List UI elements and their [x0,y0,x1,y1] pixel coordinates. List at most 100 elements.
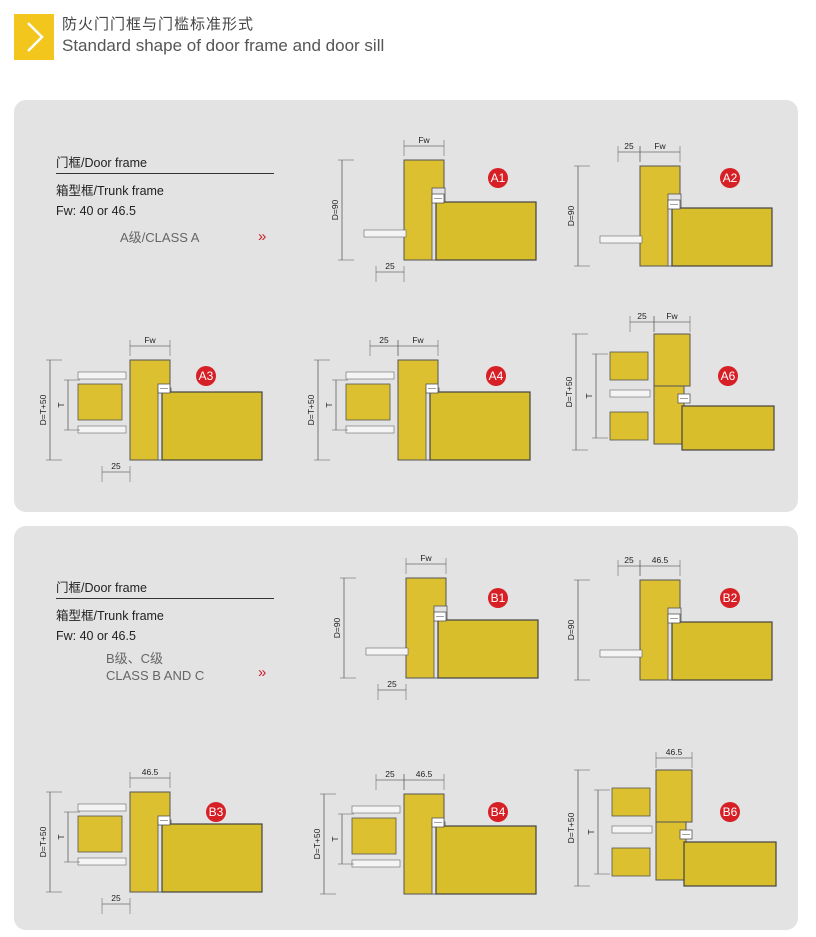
wall-anchor [599,235,643,244]
thickness-dimension: T [56,402,66,407]
wall-anchor [351,859,401,868]
wall-anchor [611,825,653,834]
diagram-badge: B3 [209,805,224,819]
diagram-badge: A6 [721,369,736,383]
diagram-b3: D=T+50 T 46.5 25 B3 [38,767,263,914]
wall-insert [345,383,391,421]
door-leaf [435,201,537,261]
dimension-label: 25 [385,261,395,271]
dimension-label: Fw [654,141,666,151]
badge-circle [720,588,740,608]
badge-circle [488,168,508,188]
wall-anchor [351,805,401,814]
thickness-dimension: T [330,836,340,841]
header-arrow-icon [14,14,54,60]
diagram-b2: D=90 25 46.5B2 [566,555,773,681]
frame-profile [655,769,693,823]
door-leaf [161,391,263,461]
wall-anchor [77,371,127,380]
badge-circle [718,366,738,386]
diagram-badge: A2 [723,171,738,185]
badge-circle [720,168,740,188]
class-line-1: A级/CLASS A [120,230,200,245]
wall-anchor [365,647,409,656]
dimension-label: 25 [624,555,634,565]
wall-insert [351,817,397,855]
wall-anchor [77,857,127,866]
badge-circle [486,366,506,386]
wall-insert [609,411,649,441]
door-frame-label: 门框/Door frame [56,581,147,595]
wall-anchor [345,371,395,380]
badge-circle [206,802,226,822]
class-line-2: CLASS B AND C [106,668,205,683]
trunk-frame-label: 箱型框/Trunk frame [56,609,164,623]
door-leaf [683,841,777,887]
depth-dimension: D=90 [330,199,340,220]
dimension-label: Fw [418,135,430,145]
badge-circle [488,588,508,608]
fw-label: Fw: 40 or 46.5 [56,629,136,643]
thickness-dimension: T [324,402,334,407]
diagram-badge: A3 [199,369,214,383]
depth-dimension: D=T+50 [312,828,322,859]
dimension-label: 25 [387,679,397,689]
wall-anchor [363,229,407,238]
wall-anchor [77,803,127,812]
wall-insert [611,847,651,877]
depth-dimension: D=T+50 [564,376,574,407]
divider [56,598,274,599]
fw-label: Fw: 40 or 46.5 [56,204,136,218]
depth-dimension: D=90 [566,619,576,640]
diagram-badge: B2 [723,591,738,605]
diagram-badge: A4 [489,369,504,383]
chevron-right-icon: » [258,228,267,245]
door-leaf [161,823,263,893]
diagram-badge: B4 [491,805,506,819]
badge-circle [196,366,216,386]
door-leaf [429,391,531,461]
depth-dimension: D=T+50 [566,812,576,843]
dimension-label: Fw [144,335,156,345]
wall-insert [77,815,123,853]
dimension-label: 25 [379,335,389,345]
dimension-label: 25 [624,141,634,151]
wall-insert [77,383,123,421]
wall-insert [609,351,649,381]
class-a-label: A级/CLASS A [120,229,199,246]
wall-anchor [77,425,127,434]
depth-dimension: D=90 [332,617,342,638]
class-bc-label: B级、C级 CLASS B AND C [106,650,204,684]
dimension-label: 46.5 [416,769,433,779]
door-leaf [435,825,537,895]
diagram-badge: B6 [723,805,738,819]
door-leaf [671,207,773,267]
dimension-label: Fw [666,311,678,321]
class-line-1: B级、C级 [106,651,164,666]
wall-anchor [609,389,651,398]
wall-anchor [599,649,643,658]
thickness-dimension: T [586,829,596,834]
page-title-en: Standard shape of door frame and door si… [62,36,385,55]
door-leaf [437,619,539,679]
frame-profile [653,333,691,387]
depth-dimension: D=90 [566,205,576,226]
dimension-label: 46.5 [652,555,669,565]
dimension-label: 25 [111,893,121,903]
dimension-label: 46.5 [142,767,159,777]
dimension-label: 25 [637,311,647,321]
badge-circle [720,802,740,822]
depth-dimension: D=T+50 [38,826,48,857]
dimension-label: 46.5 [666,747,683,757]
depth-dimension: D=T+50 [38,394,48,425]
thickness-dimension: T [56,834,66,839]
